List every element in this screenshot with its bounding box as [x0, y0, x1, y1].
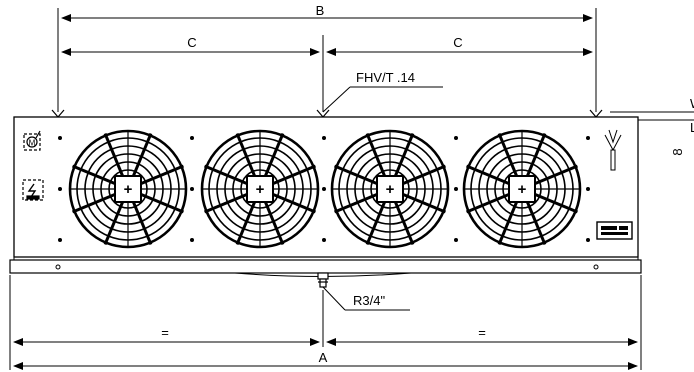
- fan-4: +: [462, 129, 582, 249]
- dimension-a: [9, 275, 642, 370]
- fan-hub-label: +: [256, 181, 265, 198]
- dimension-b-label: B: [316, 3, 325, 18]
- fan-hub-label: +: [124, 181, 133, 198]
- svg-text:M: M: [29, 139, 36, 148]
- dimension-c-left-label: C: [187, 35, 196, 50]
- drain-callout-leader: [322, 286, 410, 311]
- fan-2: +: [200, 129, 320, 249]
- motor-symbol-icon: M: [23, 130, 41, 151]
- side-dimension: [610, 111, 694, 121]
- side-label-l: L: [690, 120, 694, 135]
- electrical-hazard-icon: [22, 179, 44, 201]
- dimension-half-right-label: =: [478, 325, 486, 340]
- dimension-c: [61, 35, 593, 112]
- side-label-w: W: [690, 96, 694, 111]
- casing-dots: [58, 136, 590, 242]
- fan-1: +: [68, 129, 188, 249]
- dimension-b: [57, 8, 597, 112]
- inlet-symbol-icon: [604, 129, 622, 171]
- fixing-callout-leader: [322, 86, 443, 113]
- unit-casing: [9, 116, 642, 277]
- drain-callout-label: R3/4": [353, 293, 385, 308]
- dimension-half-left-label: =: [161, 325, 169, 340]
- drain-connection: [317, 272, 329, 288]
- fan-3: +: [330, 129, 450, 249]
- nameplate-icon: [596, 221, 633, 240]
- fan-array: + + + +: [68, 129, 582, 249]
- fixing-callout-label: FHV/T .14: [356, 70, 415, 85]
- dimension-c-right-label: C: [453, 35, 462, 50]
- mounting-lugs: [51, 109, 603, 118]
- fan-hub-label: +: [386, 181, 395, 198]
- fan-hub-label: +: [518, 181, 527, 198]
- dimension-a-label: A: [319, 350, 328, 365]
- side-height-label: 8: [670, 148, 685, 155]
